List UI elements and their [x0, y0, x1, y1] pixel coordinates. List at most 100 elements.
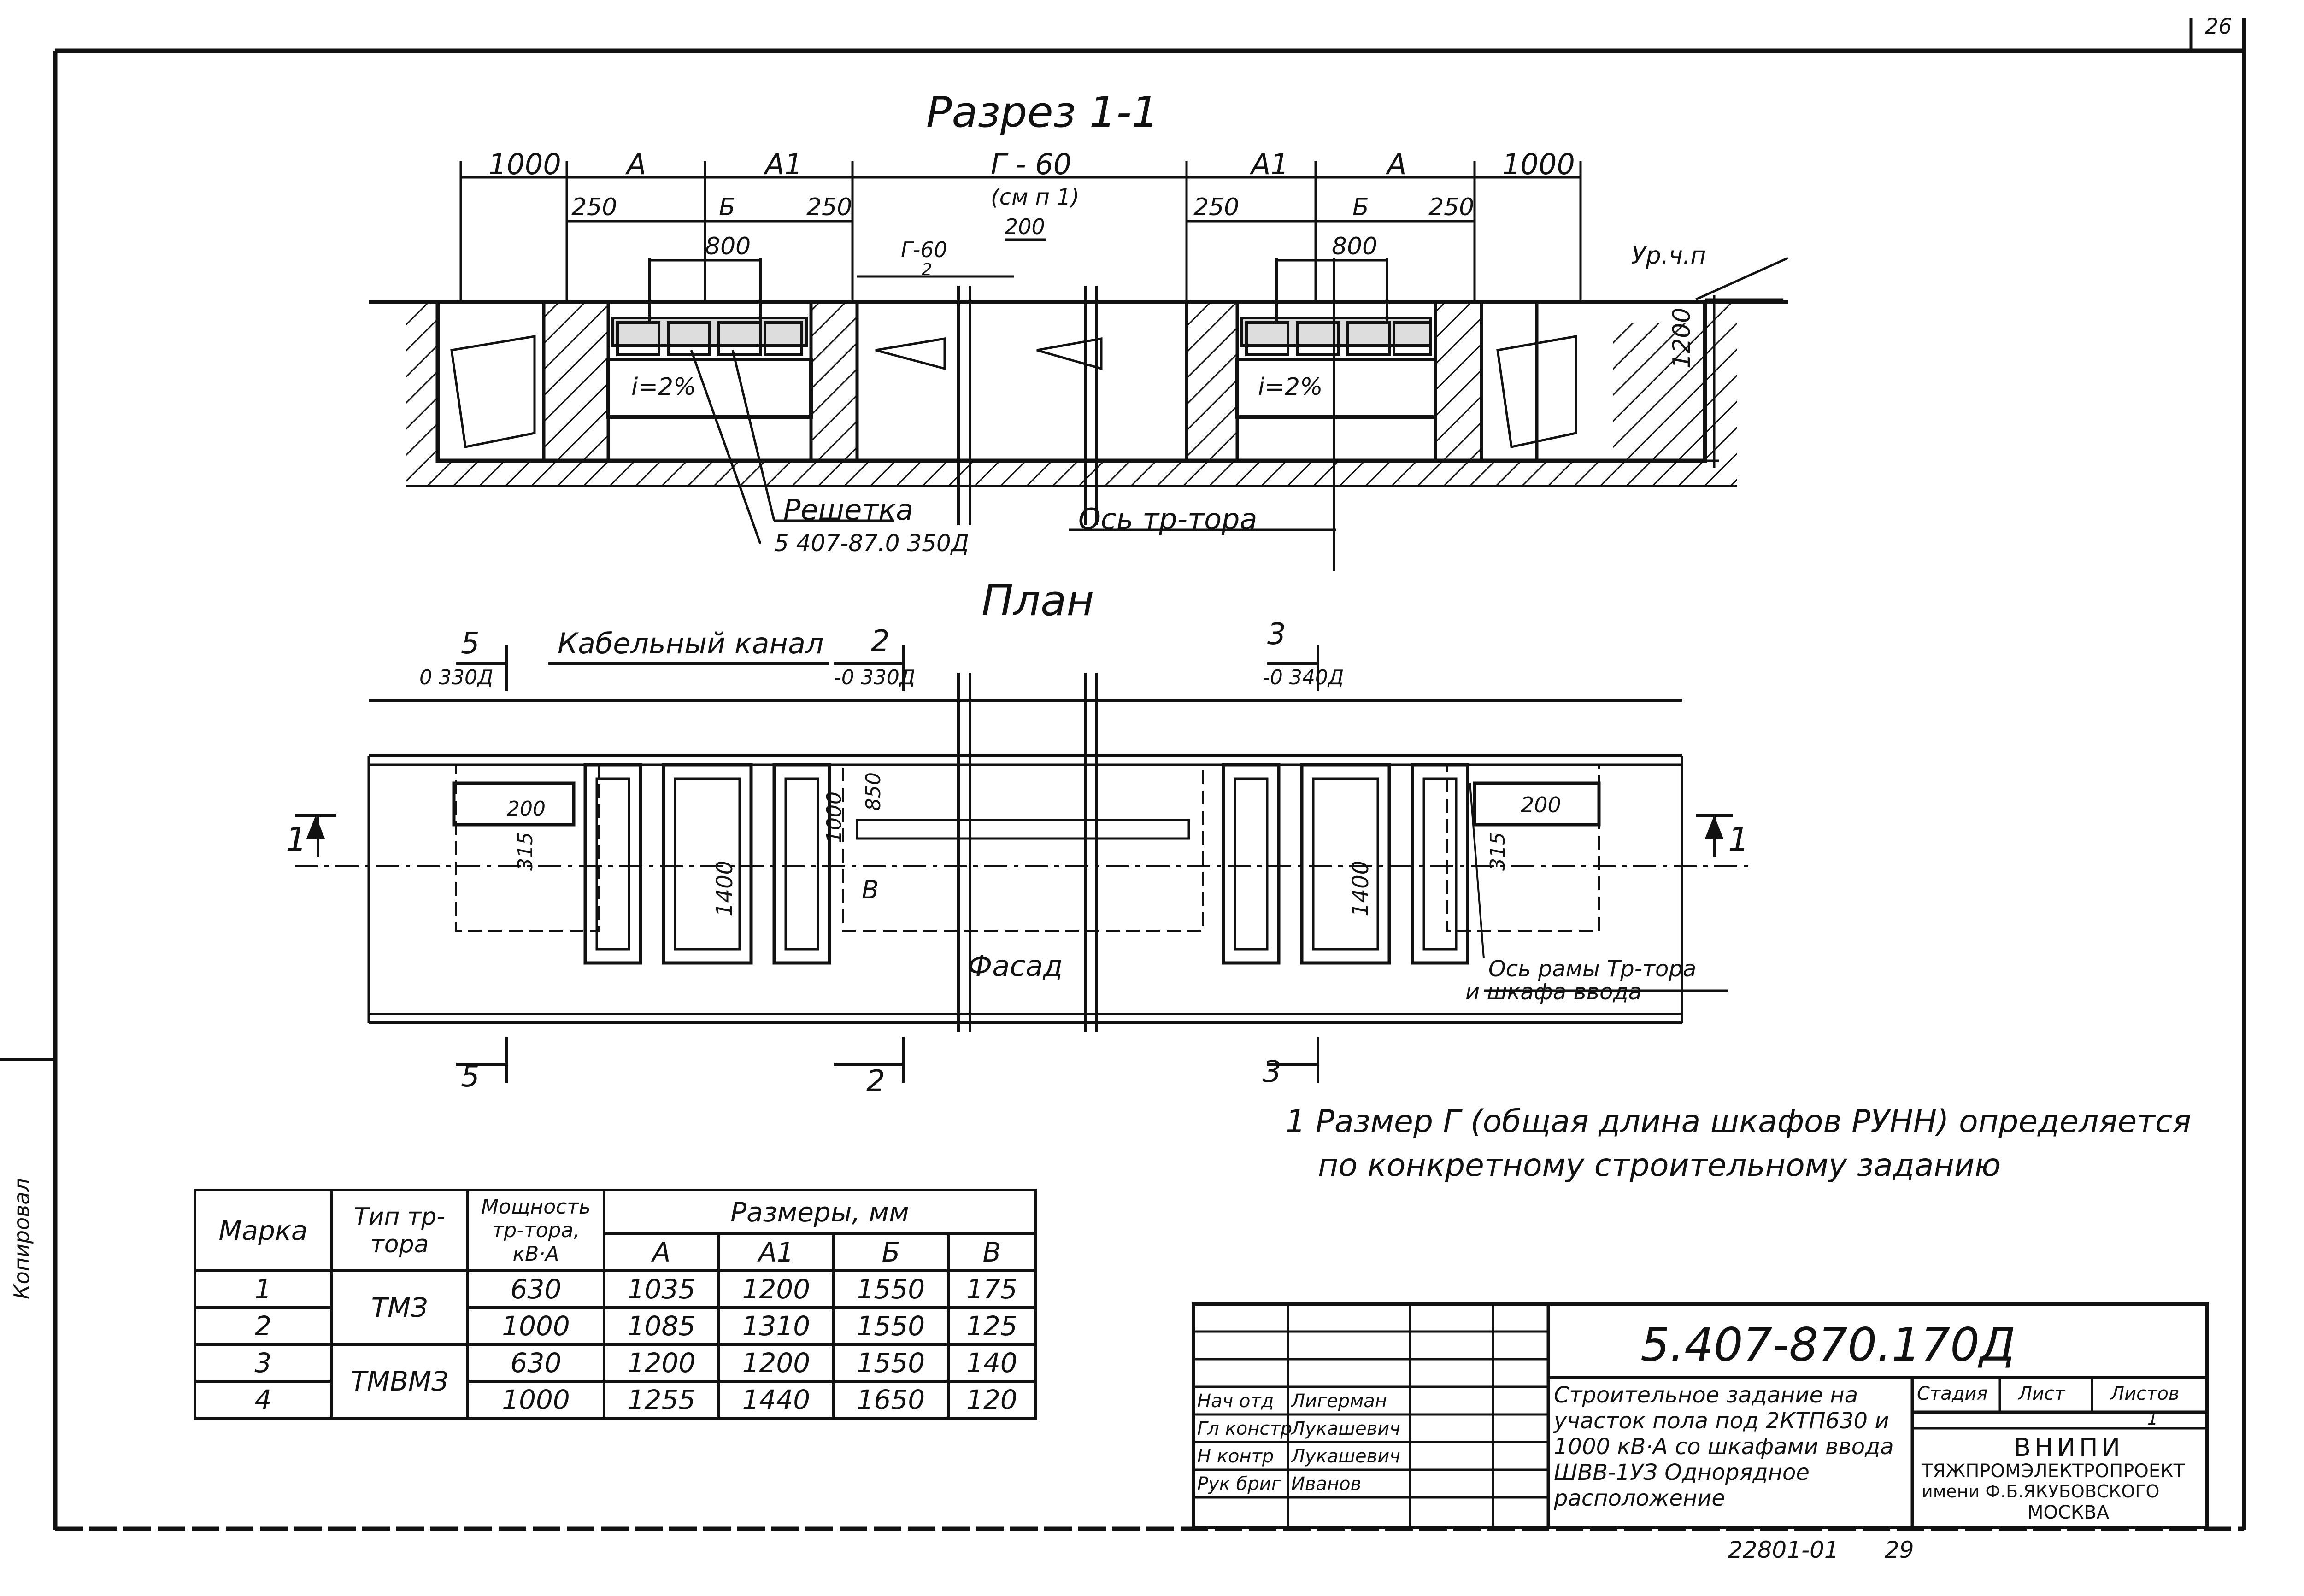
- title-block-lines: [1192, 1302, 2209, 1529]
- org-line-2: ТЯЖПРОМЭЛЕКТРОПРОЕКТ: [1922, 1461, 2185, 1482]
- dim-g60: Г - 60: [991, 147, 1072, 181]
- cell-mark: 4: [194, 1380, 333, 1420]
- th-mark: Марка: [194, 1189, 333, 1272]
- cut1-right-arrow: [1705, 816, 1723, 839]
- cell-a1: 1200: [717, 1343, 835, 1383]
- callout-grating: Решетка: [783, 493, 913, 527]
- name-head-dept: Лигерман: [1291, 1391, 1387, 1412]
- axis-frame-label-1: Ось рамы Тр-тора: [1488, 956, 1697, 982]
- plan-cut2-bottom: 2: [866, 1064, 885, 1098]
- th-type: Тип тр-тора: [330, 1189, 469, 1272]
- section-dimensions: [459, 161, 1789, 544]
- cell-a1: 1440: [717, 1380, 835, 1420]
- role-head-dept: Нач отд: [1197, 1391, 1274, 1412]
- dim-a1-left: А1: [765, 147, 803, 181]
- dim-b-right: Б: [1352, 194, 1369, 221]
- plan-view: [295, 645, 1751, 1083]
- cell-a: 1085: [603, 1306, 720, 1346]
- org-line-1: ВНИПИ: [2014, 1433, 2124, 1462]
- plan-cut1-left: 1: [286, 820, 307, 859]
- dim-b-left: Б: [719, 194, 735, 221]
- corner-sheet-label: 26: [2205, 14, 2232, 39]
- dim-250-4: 250: [1428, 194, 1475, 221]
- table-row: 2 1000 1085 1310 1550 125: [194, 1306, 1037, 1346]
- plan-cut5-bottom: 5: [461, 1060, 480, 1094]
- cell-mark: 1: [194, 1269, 333, 1309]
- slope-right: i=2%: [1258, 373, 1323, 401]
- plan-cut2-ref: -0 330Д: [834, 666, 916, 689]
- table-row: 4 1000 1255 1440 1650 120: [194, 1380, 1037, 1420]
- section-1-1: [369, 258, 1788, 571]
- table-row: 3 ТМВМЗ 630 1200 1200 1550 140: [194, 1343, 1037, 1420]
- cell-mark: 2: [194, 1306, 333, 1346]
- dim-200-top: 200: [1005, 214, 1045, 239]
- cell-a1: 1310: [717, 1306, 835, 1346]
- plan-dim-200-left: 200: [507, 797, 546, 821]
- plan-dim-315-right: 315: [1486, 832, 1510, 871]
- dim-250-3: 250: [1193, 194, 1240, 221]
- plan-cut1-right: 1: [1728, 820, 1749, 859]
- plan-cut5-ref: 0 330Д: [419, 666, 494, 689]
- org-line-3: имени Ф.Б.ЯКУБОВСКОГО: [1922, 1481, 2160, 1502]
- cell-a1: 1200: [717, 1269, 835, 1309]
- name-chief-designer: Лукашевич: [1291, 1418, 1400, 1439]
- cell-b: 1650: [832, 1380, 950, 1420]
- note-line-1: 1 Размер Г (общая длина шкафов РУНН) опр…: [1286, 1103, 2192, 1140]
- cut1-left-arrow: [306, 816, 325, 839]
- section-title: Разрез 1-1: [926, 88, 1159, 137]
- dim-250-1: 250: [571, 194, 617, 221]
- transformer-spec-table: Марка Тип тр-тора Мощность тр-тора, кВ·А…: [194, 1189, 1037, 1420]
- callout-grating-ref: 5 407-87.0 350Д: [774, 530, 969, 557]
- cell-b: 1550: [832, 1343, 950, 1383]
- cell-v: 140: [946, 1343, 1037, 1383]
- cell-power: 1000: [466, 1306, 605, 1346]
- dim-a-left: А: [627, 147, 647, 181]
- plan-cut3-ref: -0 340Д: [1263, 666, 1344, 689]
- slope-left: i=2%: [631, 373, 696, 401]
- cell-a: 1200: [603, 1343, 720, 1383]
- dim-1000-left: 1000: [488, 147, 561, 181]
- cell-b: 1550: [832, 1269, 950, 1309]
- role-team-lead: Рук бриг: [1197, 1473, 1281, 1495]
- cell-power: 630: [466, 1269, 605, 1309]
- th-sizes: Размеры, мм: [603, 1189, 1037, 1235]
- plan-cut5: 5: [461, 627, 480, 661]
- cell-power: 630: [466, 1343, 605, 1383]
- org-line-4: МОСКВА: [2028, 1502, 2110, 1523]
- plan-title: План: [982, 576, 1094, 625]
- dim-a1-right: А1: [1251, 147, 1289, 181]
- callout-transformer-axis: Ось тр-тора: [1078, 502, 1258, 536]
- th-power: Мощность тр-тора, кВ·А: [466, 1189, 605, 1272]
- dim-1200: 1200: [1668, 307, 1696, 369]
- cell-mark: 3: [194, 1343, 333, 1383]
- plan-dim-200-right: 200: [1521, 792, 1561, 817]
- plan-dim-315-left: 315: [514, 832, 537, 871]
- dim-1000-right: 1000: [1502, 147, 1575, 181]
- dim-g60-small: Г-60: [901, 237, 947, 262]
- dim-note-see-p1: (см п 1): [991, 184, 1080, 210]
- th-a: А: [603, 1232, 720, 1272]
- plan-cut2: 2: [871, 624, 890, 658]
- plan-dim-1000: 1000: [823, 792, 846, 843]
- dim-250-2: 250: [806, 194, 852, 221]
- axis-frame-label-2: и шкафа ввода: [1465, 979, 1642, 1005]
- dim-800-right: 800: [1332, 233, 1378, 260]
- doc-description: Строительное задание на участок пола под…: [1554, 1382, 1894, 1511]
- cell-v: 125: [946, 1306, 1037, 1346]
- plan-cut3: 3: [1267, 617, 1286, 651]
- footer-page: 29: [1885, 1537, 1914, 1563]
- cell-type: ТМВМЗ: [330, 1343, 469, 1420]
- sheet-count: 1: [2147, 1410, 2158, 1429]
- cell-a: 1035: [603, 1269, 720, 1309]
- th-a1: А1: [717, 1232, 835, 1272]
- note-line-2: по конкретному строительному заданию: [1318, 1147, 2001, 1184]
- plan-dim-1400-right: 1400: [1348, 860, 1374, 917]
- cell-v: 120: [946, 1380, 1037, 1420]
- dim-800-left: 800: [705, 233, 751, 260]
- name-team-lead: Иванов: [1291, 1473, 1362, 1495]
- cell-v: 175: [946, 1269, 1037, 1309]
- stage-label: Стадия: [1917, 1383, 1988, 1404]
- plan-dim-v: В: [862, 875, 879, 904]
- name-norm-control: Лукашевич: [1291, 1446, 1400, 1467]
- dim-g60-divisor: 2: [922, 260, 932, 279]
